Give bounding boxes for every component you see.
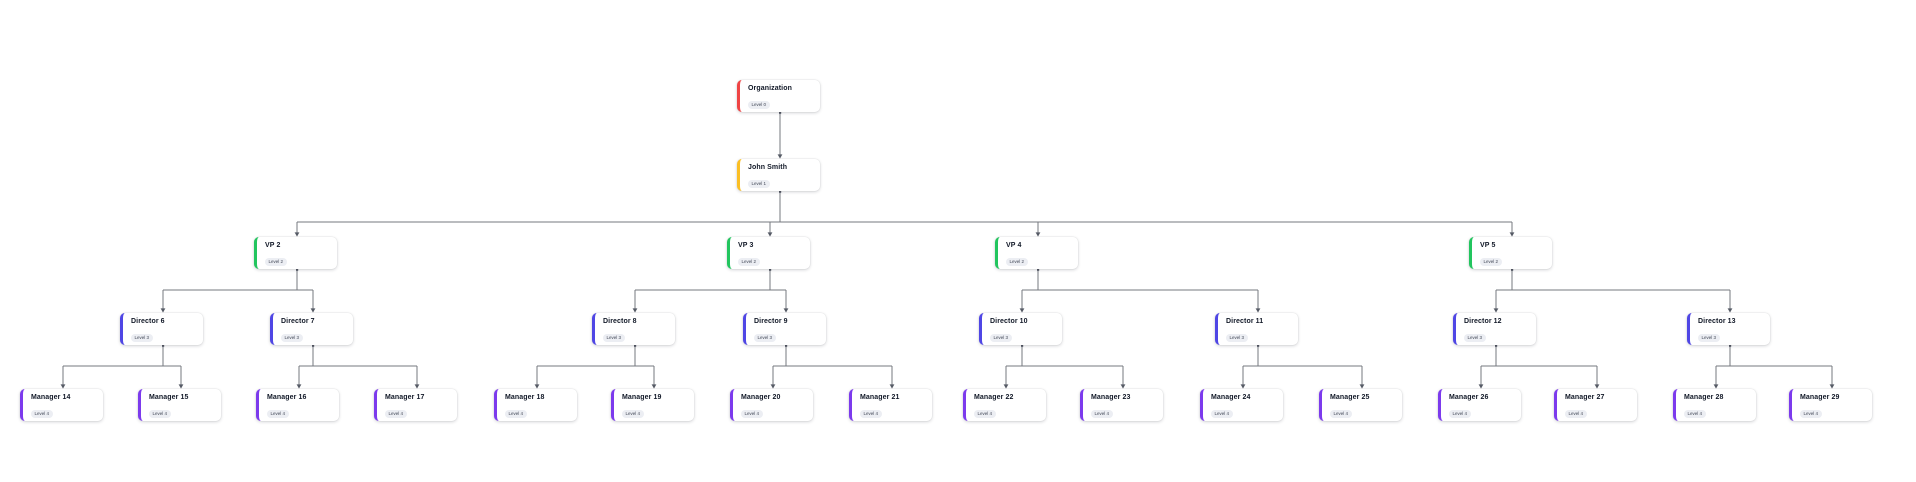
level-badge: Level 3 [754, 333, 776, 342]
node-label: Manager 28 [1684, 394, 1724, 401]
level-badge: Level 4 [974, 409, 996, 418]
node-label: Director 7 [281, 318, 315, 325]
org-node-m19[interactable]: Manager 19 Level 4 [611, 389, 694, 421]
node-label: Director 6 [131, 318, 165, 325]
org-node-m23[interactable]: Manager 23 Level 4 [1080, 389, 1163, 421]
level-badge: Level 3 [281, 333, 303, 342]
node-label: Director 12 [1464, 318, 1502, 325]
level-badge: Level 4 [1091, 409, 1113, 418]
node-label: VP 5 [1480, 242, 1496, 249]
org-node-m20[interactable]: Manager 20 Level 4 [730, 389, 813, 421]
node-label: Organization [748, 85, 792, 92]
node-label: Manager 14 [31, 394, 71, 401]
node-label: Director 11 [1226, 318, 1264, 325]
level-badge: Level 3 [603, 333, 625, 342]
level-badge: Level 2 [1006, 257, 1028, 266]
node-label: Manager 23 [1091, 394, 1131, 401]
org-node-m16[interactable]: Manager 16 Level 4 [256, 389, 339, 421]
node-label: Manager 27 [1565, 394, 1605, 401]
node-label: VP 2 [265, 242, 281, 249]
org-node-d7[interactable]: Director 7 Level 3 [270, 313, 353, 345]
org-node-m28[interactable]: Manager 28 Level 4 [1673, 389, 1756, 421]
level-badge: Level 4 [622, 409, 644, 418]
node-label: Manager 15 [149, 394, 189, 401]
level-badge: Level 1 [748, 179, 770, 188]
org-node-vp5[interactable]: VP 5 Level 2 [1469, 237, 1552, 269]
org-node-d10[interactable]: Director 10 Level 3 [979, 313, 1062, 345]
org-node-d12[interactable]: Director 12 Level 3 [1453, 313, 1536, 345]
level-badge: Level 4 [149, 409, 171, 418]
org-node-m14[interactable]: Manager 14 Level 4 [20, 389, 103, 421]
level-badge: Level 2 [265, 257, 287, 266]
org-node-m17[interactable]: Manager 17 Level 4 [374, 389, 457, 421]
node-label: Manager 17 [385, 394, 425, 401]
node-label: Manager 26 [1449, 394, 1489, 401]
level-badge: Level 4 [267, 409, 289, 418]
node-label: Manager 21 [860, 394, 900, 401]
level-badge: Level 4 [31, 409, 53, 418]
org-node-m15[interactable]: Manager 15 Level 4 [138, 389, 221, 421]
node-label: Manager 19 [622, 394, 662, 401]
level-badge: Level 3 [990, 333, 1012, 342]
org-node-d13[interactable]: Director 13 Level 3 [1687, 313, 1770, 345]
node-label: Director 10 [990, 318, 1028, 325]
node-label: Manager 29 [1800, 394, 1840, 401]
level-badge: Level 3 [131, 333, 153, 342]
level-badge: Level 0 [748, 100, 770, 109]
level-badge: Level 4 [741, 409, 763, 418]
level-badge: Level 4 [860, 409, 882, 418]
org-node-m26[interactable]: Manager 26 Level 4 [1438, 389, 1521, 421]
node-label: Manager 20 [741, 394, 781, 401]
org-node-d11[interactable]: Director 11 Level 3 [1215, 313, 1298, 345]
level-badge: Level 4 [1330, 409, 1352, 418]
org-node-m27[interactable]: Manager 27 Level 4 [1554, 389, 1637, 421]
org-node-m22[interactable]: Manager 22 Level 4 [963, 389, 1046, 421]
node-label: Manager 25 [1330, 394, 1370, 401]
level-badge: Level 4 [1449, 409, 1471, 418]
org-node-m29[interactable]: Manager 29 Level 4 [1789, 389, 1872, 421]
level-badge: Level 4 [1684, 409, 1706, 418]
org-node-m24[interactable]: Manager 24 Level 4 [1200, 389, 1283, 421]
node-label: John Smith [748, 164, 788, 171]
level-badge: Level 2 [1480, 257, 1502, 266]
level-badge: Level 2 [738, 257, 760, 266]
org-node-m21[interactable]: Manager 21 Level 4 [849, 389, 932, 421]
level-badge: Level 4 [385, 409, 407, 418]
node-label: Manager 22 [974, 394, 1014, 401]
org-node-m18[interactable]: Manager 18 Level 4 [494, 389, 577, 421]
org-node-d6[interactable]: Director 6 Level 3 [120, 313, 203, 345]
org-node-vp2[interactable]: VP 2 Level 2 [254, 237, 337, 269]
org-node-vp4[interactable]: VP 4 Level 2 [995, 237, 1078, 269]
org-node-m25[interactable]: Manager 25 Level 4 [1319, 389, 1402, 421]
level-badge: Level 4 [1800, 409, 1822, 418]
node-label: Manager 18 [505, 394, 545, 401]
level-badge: Level 3 [1698, 333, 1720, 342]
level-badge: Level 3 [1464, 333, 1486, 342]
org-node-d8[interactable]: Director 8 Level 3 [592, 313, 675, 345]
node-label: Manager 24 [1211, 394, 1251, 401]
node-label: Director 8 [603, 318, 637, 325]
node-label: Manager 16 [267, 394, 307, 401]
level-badge: Level 4 [1211, 409, 1233, 418]
org-node-vp3[interactable]: VP 3 Level 2 [727, 237, 810, 269]
level-badge: Level 3 [1226, 333, 1248, 342]
node-label: Director 9 [754, 318, 788, 325]
node-label: VP 3 [738, 242, 754, 249]
level-badge: Level 4 [505, 409, 527, 418]
node-label: Director 13 [1698, 318, 1736, 325]
node-label: VP 4 [1006, 242, 1022, 249]
org-node-d9[interactable]: Director 9 Level 3 [743, 313, 826, 345]
level-badge: Level 4 [1565, 409, 1587, 418]
